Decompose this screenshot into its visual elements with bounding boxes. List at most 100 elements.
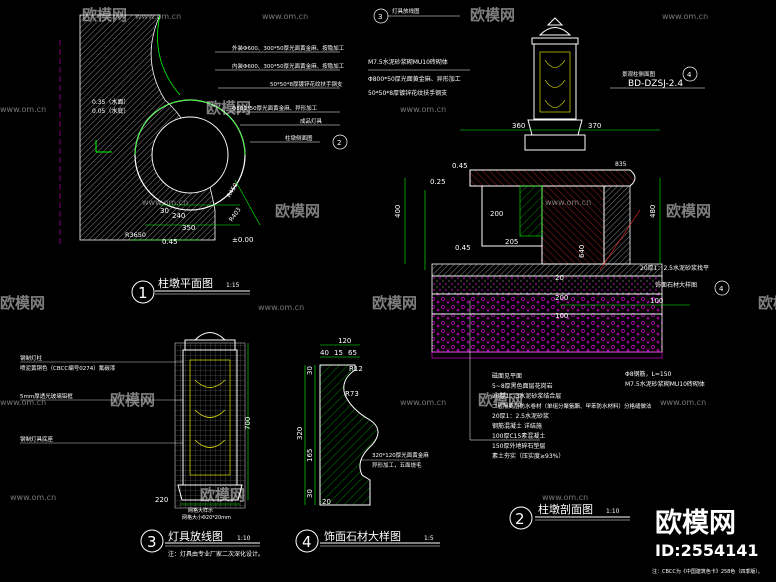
title-4-bubble <box>295 529 319 553</box>
dim-025: 0.25 <box>430 178 446 186</box>
watermark-brand: 欧模网 <box>758 294 776 312</box>
title-1-bubble <box>131 280 155 304</box>
watermark-brand: 欧模网 <box>206 99 251 117</box>
brand-logo: 欧模网 <box>655 508 736 539</box>
detail-ref-number: 2 <box>337 139 341 147</box>
watermark-url: www.om.cn <box>545 198 591 207</box>
title-2-scale: 1:10 <box>606 508 620 515</box>
stone-dim-15: 15 <box>334 349 343 357</box>
lamp-note-grid-size: 网格大小Φ20*20mm <box>182 514 231 521</box>
watermark-brand: 欧模网 <box>0 294 45 312</box>
drawing-2-section: 3 灯具放线图 M7.5水泥砂浆砌MU10砖砌体 Φ800*50厚光面黄金麻、异… <box>368 7 730 530</box>
watermark-url: www.om.cn <box>660 398 706 407</box>
note-5: 成品灯具 <box>300 117 323 125</box>
dim-water-bottom: 0.05（水底） <box>92 107 129 115</box>
note-3: 50*50*8厚镀锌花纹扶手钢支 <box>270 80 343 88</box>
watermark-brand: 欧模网 <box>470 6 515 24</box>
lamp-note-grid-title: 网格大样示 <box>188 507 213 514</box>
dim-045-b: 0.45 <box>455 244 471 252</box>
watermark-url: www.om.cn <box>262 12 308 21</box>
dim-045: 0.45 <box>162 238 178 246</box>
title-2-bubble <box>509 506 533 530</box>
stone-dim-30-a: 30 <box>306 366 314 375</box>
title-3-scale: 1:10 <box>237 535 251 542</box>
note-top-3: 50*50*8厚镀锌花纹扶手钢支 <box>368 89 447 97</box>
note-bottom-3: 磁面见平面 <box>492 372 522 380</box>
stone-dim-65: 65 <box>348 349 357 357</box>
lamp-dim-700: 700 <box>244 417 252 430</box>
title-4-number: 4 <box>302 533 312 551</box>
title-3-text: 灯具放线图 <box>168 529 223 543</box>
stone-note-2: 异形加工，五面烧毛 <box>372 461 422 469</box>
title-1-scale: 1:15 <box>226 282 240 289</box>
watermark-brand: 欧模网 <box>200 486 245 504</box>
note-bottom-11: 素土夯实（压实度≥93%） <box>492 452 564 460</box>
note-right-1: 20厚1：2.5水泥砂浆找平 <box>640 264 709 272</box>
dim-000: ±0.00 <box>232 236 253 244</box>
dim-r450: R450 <box>226 182 240 199</box>
brand-id: ID:2554141 <box>655 541 759 560</box>
lamp-grid <box>174 342 246 509</box>
right-ref-label: 景观柱侧面图 <box>622 70 656 78</box>
note-bottom-7: 20厚1：2.5水泥砂浆 <box>492 412 549 420</box>
top-ref-label: 灯具放线图 <box>392 7 420 15</box>
note-bottom-8: 钢筋混凝土 详结施 <box>492 422 542 430</box>
pedestal-inner-circle <box>151 116 229 194</box>
note-bottom-10: 150厚外地碎石垫层 <box>492 442 545 450</box>
lamp-dim-220: 220 <box>155 496 168 504</box>
lamp-note-3: 5mm厚透光玻璃铝框 <box>20 392 73 400</box>
watermark-url: www.om.cn <box>142 198 188 207</box>
stone-dim-320: 320 <box>296 427 304 440</box>
note-bottom-9: 100厚C15素混凝土 <box>492 432 545 440</box>
note-top-2: Φ800*50厚光面黄金麻、异形加工 <box>368 75 461 83</box>
watermark-brand: 欧模网 <box>372 294 417 312</box>
dim-360: 360 <box>512 122 525 130</box>
dim-240: 240 <box>172 212 185 220</box>
watermark-brand: 欧模网 <box>666 202 711 220</box>
watermark-url: www.om.cn <box>0 105 46 114</box>
note-1: 外装Φ600、300*50厚光面黄金麻、按隐加工 <box>232 44 345 52</box>
title-2-number: 2 <box>515 510 525 528</box>
lamp-note-disclaimer: 注：灯具由专业厂家二次深化设计。 <box>168 550 264 558</box>
right-detail-number: 4 <box>719 285 724 293</box>
note-bottom-6: 二层隔离层防水卷材（单组分聚氨酯、甲苯防水材料）分格缝做法 <box>492 402 652 410</box>
note-4: Φ800*50厚光面黄金麻、异形加工 <box>232 104 318 112</box>
watermark-url: www.om.cn <box>662 12 708 21</box>
title-2-text: 柱墩剖面图 <box>538 502 593 516</box>
title-3-bubble <box>140 529 164 553</box>
dim-400: 400 <box>394 205 402 218</box>
dim-640: 640 <box>578 245 586 258</box>
dim-370: 370 <box>588 122 601 130</box>
note-bottom-5: 20厚1：3水泥砂浆结合层 <box>492 392 561 400</box>
dim-r403: R403 <box>228 206 243 223</box>
dim-100-a: 100 <box>650 297 663 305</box>
watermark-url: www.om.cn <box>258 303 304 312</box>
watermark-url: www.om.cn <box>0 398 46 407</box>
dim-water-surface: 0.35（水面） <box>92 98 129 106</box>
dim-045-a: 0.45 <box>452 162 468 170</box>
watermark-brand: 欧模网 <box>275 202 320 220</box>
dim-835: 835 <box>615 161 627 168</box>
dim-350: 350 <box>182 224 195 232</box>
note-6: 柱墩侧面图 <box>285 134 313 142</box>
stone-dim-30-b: 30 <box>306 489 314 498</box>
lamp-note-2: 喷泥黄铜色（CBCC编号0274）氟碳漆 <box>20 364 116 372</box>
title-3-number: 3 <box>147 533 157 551</box>
drawing-3-lamp-layout: 钢制灯柱 喷泥黄铜色（CBCC编号0274）氟碳漆 5mm厚透光玻璃铝框 钢制灯… <box>20 332 264 558</box>
watermark-brand: 欧模网 <box>110 391 155 409</box>
dim-100-b: 100 <box>555 312 568 320</box>
watermark-url: www.om.cn <box>400 398 446 407</box>
dim-200: 200 <box>490 210 503 218</box>
note-top-1: M7.5水泥砂浆砌MU10砖砌体 <box>368 58 448 66</box>
note-right-2: 饰面石材大样图 <box>655 281 697 289</box>
stone-dim-20: 20 <box>322 498 331 506</box>
dim-480: 480 <box>649 205 657 218</box>
watermark-url: www.om.cn <box>135 12 181 21</box>
right-ref-number: 4 <box>687 71 692 79</box>
title-1-text: 柱墩平面图 <box>158 276 213 290</box>
stone-dim-165: 165 <box>306 449 314 462</box>
detail-ref-bubble <box>332 134 348 150</box>
watermark-url: www.om.cn <box>400 105 446 114</box>
dim-200-b: 200 <box>555 294 568 302</box>
stone-dim-r73: R73 <box>345 390 359 398</box>
